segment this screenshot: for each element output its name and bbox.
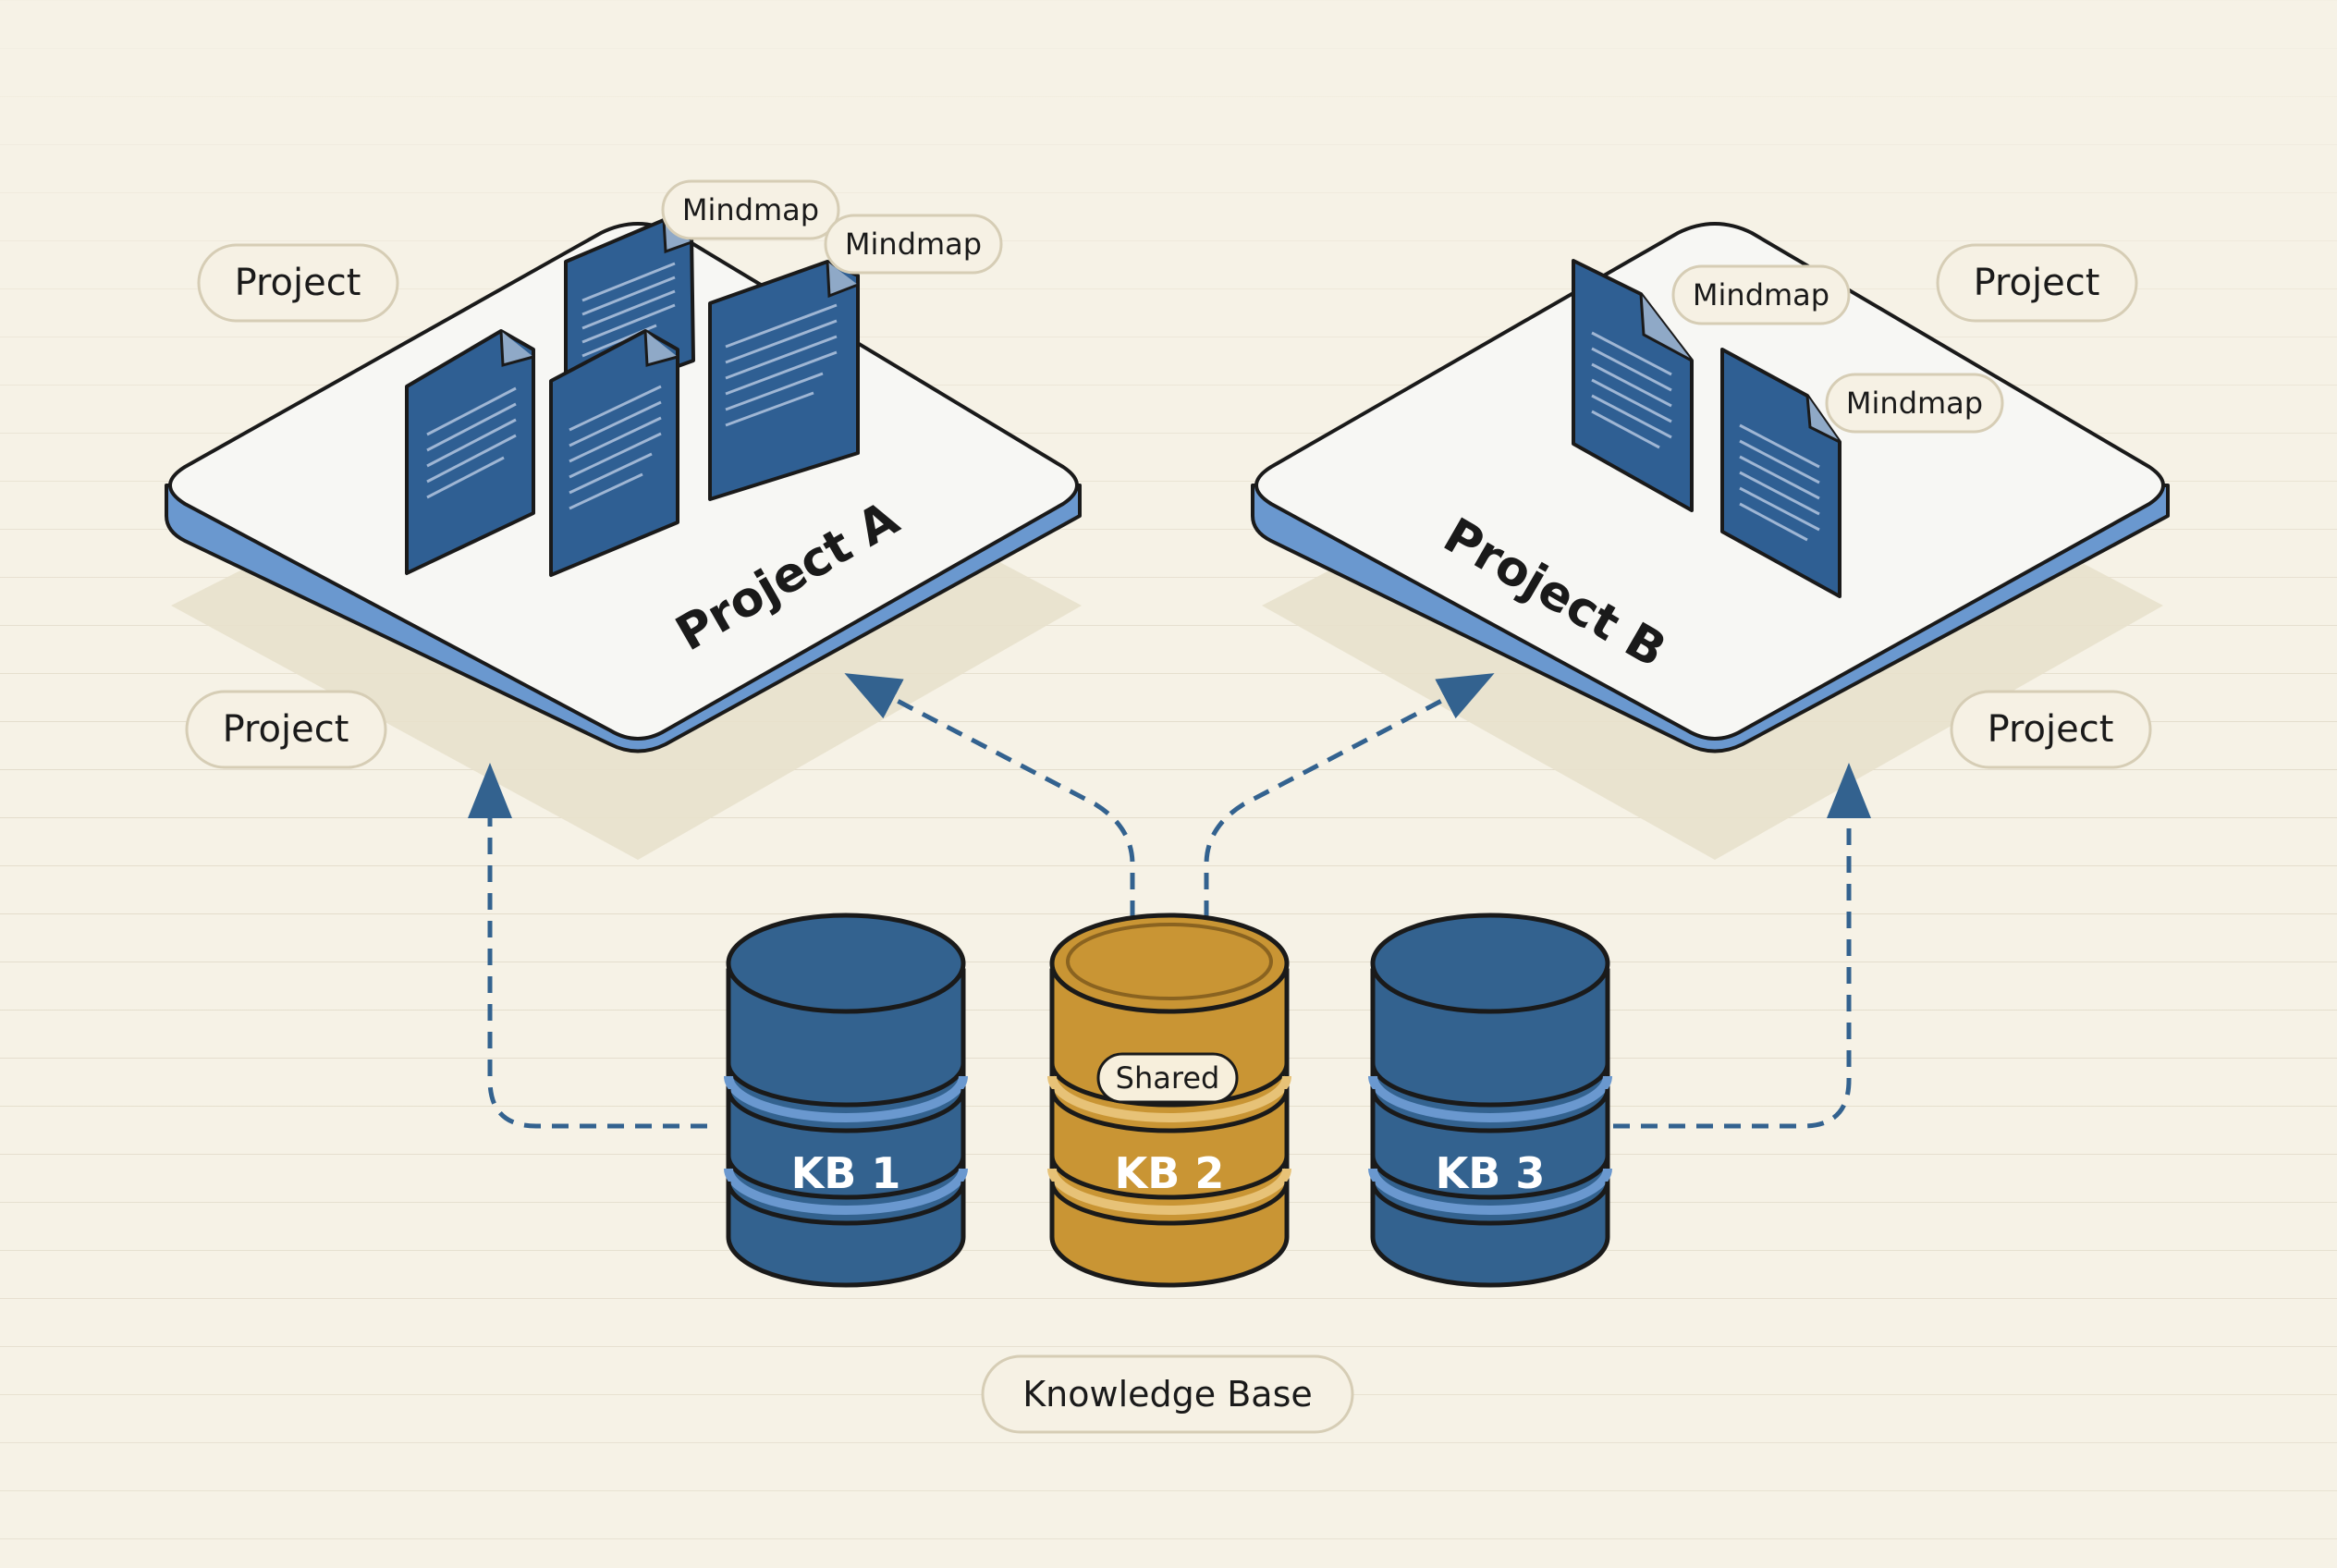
knowledge-base-caption: Knowledge Base	[981, 1354, 1354, 1434]
project-b-platform	[1251, 222, 2170, 860]
connector-kb1-project-a	[468, 763, 707, 1129]
svg-text:Mindmap: Mindmap	[1693, 277, 1829, 312]
document-icon	[1720, 348, 1841, 598]
svg-text:Project: Project	[223, 708, 349, 751]
mindmap-tag: Mindmap	[824, 214, 1003, 275]
svg-text:Mindmap: Mindmap	[1846, 386, 1983, 421]
project-tag: Project	[1936, 243, 2138, 323]
database-icon	[1368, 913, 1612, 1288]
database-icon	[1047, 913, 1291, 1288]
connector-kb3-project-b	[1613, 763, 1871, 1129]
shared-badge: Shared	[1096, 1052, 1239, 1104]
svg-text:Mindmap: Mindmap	[682, 192, 819, 227]
kb2-label: KB 2	[1115, 1148, 1225, 1198]
connector-kb2-project-a	[844, 673, 1135, 917]
svg-text:Shared: Shared	[1116, 1060, 1220, 1096]
svg-text:Mindmap: Mindmap	[845, 227, 982, 262]
document-icon	[708, 260, 860, 501]
svg-text:Project: Project	[235, 262, 361, 304]
svg-text:Project: Project	[1974, 262, 2100, 304]
mindmap-tag: Mindmap	[1671, 264, 1851, 325]
connectors	[468, 673, 1871, 1129]
svg-text:Project: Project	[1988, 708, 2114, 751]
database-icon	[724, 913, 968, 1288]
mindmap-tag: Mindmap	[1825, 373, 2004, 434]
document-icon	[405, 329, 535, 575]
project-tag: Project	[197, 243, 399, 323]
svg-text:Knowledge Base: Knowledge Base	[1022, 1374, 1313, 1415]
kb3-label: KB 3	[1436, 1148, 1546, 1198]
project-tag: Project	[1950, 690, 2152, 769]
project-tag: Project	[185, 690, 387, 769]
mindmap-tag: Mindmap	[661, 179, 840, 240]
kb1-label: KB 1	[791, 1148, 901, 1198]
document-icon	[549, 329, 679, 577]
document-icon	[1572, 259, 1694, 512]
connector-kb2-project-b	[1204, 673, 1495, 917]
